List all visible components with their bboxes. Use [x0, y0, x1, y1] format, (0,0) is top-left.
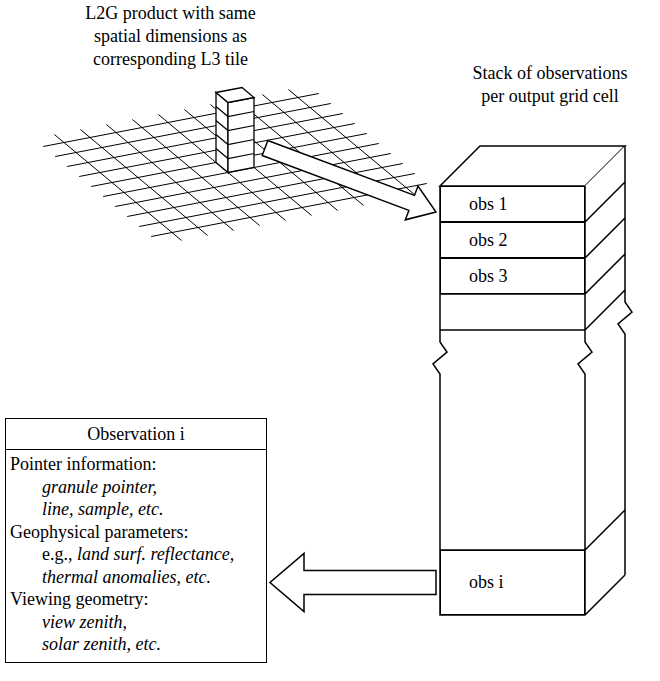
caption-text: Stack of observations per output grid ce… [460, 62, 640, 108]
block-arrow [270, 554, 436, 612]
item-list: view zenith, solar zenith, etc. [42, 611, 165, 656]
slab-label: obs 2 [469, 230, 508, 251]
grid-lines [43, 90, 427, 241]
observation-slab: obs i [440, 550, 585, 615]
record-header: Observation i [6, 419, 266, 450]
stack-outline [433, 146, 632, 615]
slab-label: obs 3 [469, 266, 508, 287]
item-row: view zenith, solar zenith, etc. [10, 611, 262, 656]
caption-text: L2G product with same spatial dimensions… [63, 2, 278, 71]
category-heading: Geophysical parameters: [10, 521, 262, 544]
slab-label: obs i [469, 572, 504, 593]
item-list: granule pointer, line, sample, etc. [42, 476, 182, 521]
item-text: e.g., [42, 544, 73, 564]
caption-box: L2G product with same spatial dimensions… [63, 2, 278, 71]
observation-slab: obs 2 [440, 222, 585, 258]
slab-label: obs 1 [469, 194, 508, 215]
column-top-face [216, 88, 254, 103]
category-row: Geophysical parameters: [10, 521, 262, 544]
record-body: Pointer information:granule pointer, lin… [6, 450, 266, 662]
record-box: Observation iPointer information:granule… [5, 418, 267, 663]
column-front-face [228, 98, 254, 173]
category-heading: Viewing geometry: [10, 588, 262, 611]
column-stripes [216, 107, 254, 159]
observation-slab: obs 3 [440, 258, 585, 294]
category-row: Pointer information: [10, 453, 262, 476]
category-heading: Pointer information: [10, 453, 262, 476]
item-row: e.g., land surf. reflectance, thermal an… [10, 543, 262, 588]
observation-slab: obs 1 [440, 186, 585, 222]
pointer-arrow [262, 141, 436, 220]
column-left-face [216, 93, 228, 173]
category-row: Viewing geometry: [10, 588, 262, 611]
record-title: Observation i [10, 420, 262, 448]
stack-front-face [440, 186, 585, 615]
item-row: granule pointer, line, sample, etc. [10, 476, 262, 521]
caption-box: Stack of observations per output grid ce… [460, 62, 640, 108]
